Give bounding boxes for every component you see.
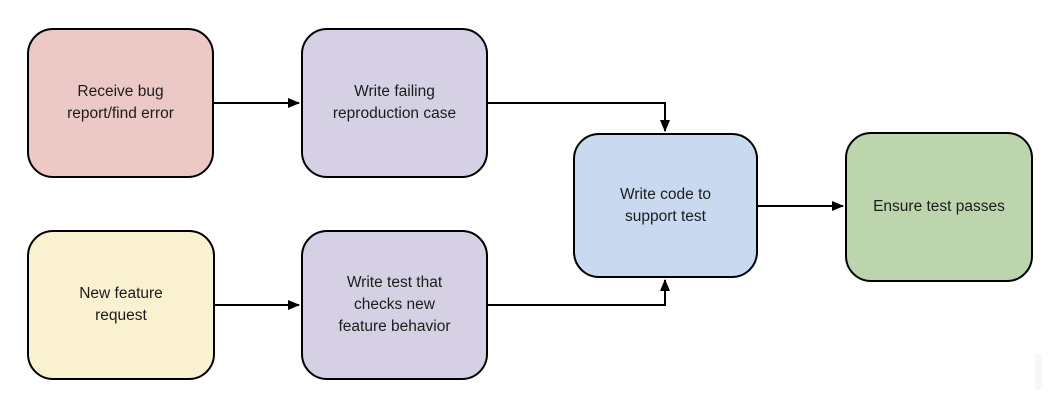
scrollbar-thumb-fragment[interactable] (1035, 353, 1042, 390)
edge-repro-to-code (488, 102, 670, 132)
node-ensure-test-passes: Ensure test passes (845, 132, 1033, 282)
node-write-code-to-support-test: Write code to support test (573, 133, 758, 278)
edge-test-to-code (488, 279, 670, 306)
node-new-feature-request: New feature request (27, 230, 215, 380)
node-write-failing-reproduction-case: Write failing reproduction case (301, 28, 488, 178)
node-write-test-checks-feature: Write test that checks new feature behav… (301, 230, 488, 380)
node-receive-bug-report: Receive bug report/find error (27, 28, 214, 178)
